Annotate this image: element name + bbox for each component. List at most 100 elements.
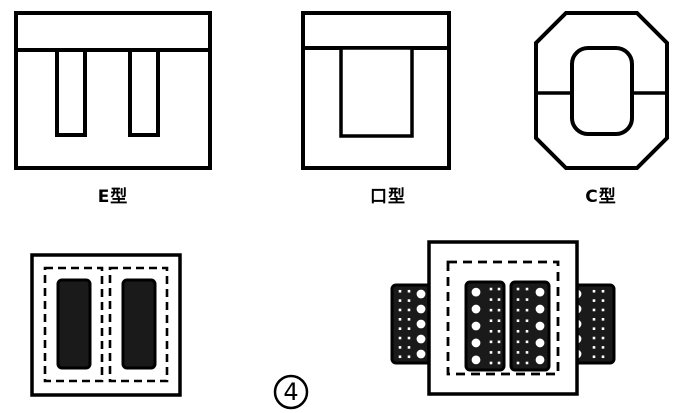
core-assembly-side-coil-2-winding-mark bbox=[601, 299, 605, 302]
shell-assembly-winding-outline-1 bbox=[43, 266, 104, 383]
core-assembly-side-coil-1-winding-mark bbox=[398, 318, 402, 321]
core-assembly-inner-coil-2-winding-mark bbox=[516, 340, 520, 344]
core-assembly-inner-coil-1-winding-dot bbox=[471, 321, 481, 331]
core-assembly-inner-coil-1-winding-dot bbox=[471, 355, 481, 365]
core-assembly-inner-coil-2-winding-mark bbox=[525, 361, 529, 365]
core-assembly-side-coil-2-winding-mark bbox=[601, 336, 605, 340]
core-assembly-side-coil-1-winding-mark bbox=[398, 355, 402, 359]
core-assembly-inner-coil-2-winding-mark bbox=[525, 287, 529, 291]
core-assembly-inner-coil-2-winding-dot bbox=[535, 355, 545, 365]
core-assembly-side-coil-1-winding-mark bbox=[398, 289, 402, 293]
core-assembly-side-coil-1-winding-mark bbox=[407, 336, 411, 340]
core-assembly-inner-coil-1-winding-mark bbox=[489, 298, 493, 301]
core-assembly-inner-coil-2-winding-mark bbox=[516, 361, 520, 365]
core-assembly-inner-coil-1-winding-mark bbox=[497, 298, 501, 301]
core-assembly-side-coil-2-winding-mark bbox=[601, 346, 605, 349]
e-core-outline bbox=[14, 11, 212, 170]
core-assembly-inner-coil-1-winding-mark bbox=[489, 319, 493, 323]
core-assembly-inner-coil-2-winding-mark bbox=[516, 298, 520, 301]
core-assembly-side-coil-1-winding-mark bbox=[398, 299, 402, 302]
core-assembly-side-coil-2-winding-mark bbox=[592, 327, 596, 330]
core-assembly-inner-coil-1-winding-mark bbox=[497, 287, 501, 291]
shell-assembly-coil-2-block bbox=[121, 278, 157, 370]
e-type-core-label: E型 bbox=[98, 186, 129, 207]
core-assembly-inner-coil-2-winding-mark bbox=[525, 329, 529, 333]
core-assembly-side-coil-1-winding-mark bbox=[407, 289, 411, 293]
core-assembly-side-coil-1-winding-dot bbox=[416, 319, 426, 329]
core-assembly-side-coil-2-winding-mark bbox=[592, 299, 596, 302]
core-assembly-side-coil-1-winding-dot bbox=[416, 349, 426, 359]
e-type-core-diagram: E型 bbox=[14, 11, 212, 207]
figure-number-group: 4 bbox=[273, 374, 309, 410]
core-assembly-inner-coil-1-winding-mark bbox=[497, 340, 501, 344]
c-type-core-label: C型 bbox=[585, 186, 616, 207]
shell-assembly-winding-outline-2 bbox=[108, 266, 169, 383]
core-assembly-inner-coil-1-winding-mark bbox=[489, 287, 493, 291]
core-assembly-side-coil-2-winding-mark bbox=[592, 289, 596, 293]
e-core-slot-2 bbox=[128, 50, 160, 137]
core-assembly-inner-coil-1-winding-dot bbox=[471, 338, 481, 348]
core-assembly-side-coil-2-winding-mark bbox=[592, 308, 596, 312]
core-assembly-inner-coil-1-winding-mark bbox=[497, 329, 501, 333]
core-assembly-inner-coil-2-winding-mark bbox=[525, 308, 529, 312]
core-assembly-inner-coil-2-winding-mark bbox=[525, 298, 529, 301]
core-assembly-inner-coil-2-block bbox=[509, 280, 551, 372]
core-assembly-inner-coil-1-winding-mark bbox=[497, 308, 501, 312]
core-assembly-side-coil-1-winding-mark bbox=[407, 299, 411, 302]
core-assembly-side-coil-1-winding-dot bbox=[416, 304, 426, 314]
figure-number-circle bbox=[273, 374, 309, 410]
core-assembly-inner-coil-2-winding-mark bbox=[516, 329, 520, 333]
core-assembly-side-coil-1-winding-mark bbox=[398, 336, 402, 340]
core-assembly-inner-coil-1-winding-mark bbox=[497, 319, 501, 323]
core-assembly-inner-coil-1-winding-mark bbox=[497, 361, 501, 365]
core-assembly-inner-coil-2-winding-dot bbox=[535, 304, 545, 314]
core-assembly-inner-coil-1-winding-mark bbox=[497, 351, 501, 354]
c-type-core-diagram: C型 bbox=[534, 11, 669, 207]
core-assembly-side-coil-1-winding-mark bbox=[398, 346, 402, 349]
core-assembly-side-coil-1-winding-mark bbox=[398, 308, 402, 312]
figure-number-label: 4 bbox=[283, 378, 298, 406]
core-assembly-inner-coil-2-winding-dot bbox=[535, 321, 545, 331]
core-assembly-side-coil-2-winding-mark bbox=[601, 308, 605, 312]
kou-core-window bbox=[339, 46, 414, 138]
core-assembly-inner-coil-1-winding-dot bbox=[471, 304, 481, 314]
core-assembly-inner-coil-1-block bbox=[464, 280, 506, 372]
core-assembly-inner-coil-2-winding-mark bbox=[525, 351, 529, 354]
core-assembly-side-coil-2-winding-mark bbox=[592, 336, 596, 340]
c-core-inner-window bbox=[570, 46, 634, 136]
core-assembly-side-coil-2-winding-mark bbox=[601, 289, 605, 293]
core-assembly-inner-coil-1-winding-mark bbox=[489, 340, 493, 344]
core-assembly-side-coil-1-winding-mark bbox=[398, 327, 402, 330]
core-assembly-side-coil-2-winding-mark bbox=[592, 346, 596, 349]
core-assembly-inner-coil-1-winding-mark bbox=[489, 351, 493, 354]
core-assembly-side-coil-2-winding-mark bbox=[592, 355, 596, 359]
core-assembly-side-coil-1-winding-mark bbox=[407, 327, 411, 330]
core-assembly-inner-coil-2-winding-mark bbox=[516, 351, 520, 354]
core-assembly-inner-coil-2-winding-mark bbox=[525, 319, 529, 323]
core-assembly-side-coil-1-winding-dot bbox=[416, 289, 426, 299]
core-assembly-inner-coil-2-winding-mark bbox=[516, 319, 520, 323]
kou-type-core-diagram: 口型 bbox=[301, 11, 451, 207]
core-assembly-side-coil-1-winding-mark bbox=[407, 355, 411, 359]
kou-type-core-label: 口型 bbox=[370, 186, 406, 207]
core-assembly-inner-coil-1-winding-mark bbox=[489, 308, 493, 312]
core-type-assembly-diagram bbox=[390, 240, 616, 396]
shell-assembly-core-frame bbox=[30, 253, 182, 397]
core-assembly-inner-coil-2-winding-dot bbox=[535, 338, 545, 348]
core-assembly-side-coil-1-winding-mark bbox=[407, 318, 411, 321]
e-core-slot-1 bbox=[55, 50, 87, 137]
core-assembly-side-coil-2-winding-mark bbox=[601, 355, 605, 359]
core-assembly-inner-coil-1-winding-mark bbox=[489, 329, 493, 333]
core-assembly-inner-coil-2-winding-mark bbox=[516, 308, 520, 312]
core-assembly-side-coil-1-winding-mark bbox=[407, 346, 411, 349]
core-assembly-side-coil-1-winding-mark bbox=[407, 308, 411, 312]
core-assembly-side-coil-1-winding-dot bbox=[416, 334, 426, 344]
core-assembly-side-coil-2-winding-mark bbox=[601, 318, 605, 321]
shell-assembly-coil-1-block bbox=[56, 278, 92, 370]
shell-type-assembly-diagram bbox=[30, 253, 182, 397]
core-assembly-inner-coil-2-winding-mark bbox=[516, 287, 520, 291]
core-assembly-side-coil-2-winding-mark bbox=[601, 327, 605, 330]
core-assembly-inner-coil-2-winding-dot bbox=[535, 287, 545, 297]
